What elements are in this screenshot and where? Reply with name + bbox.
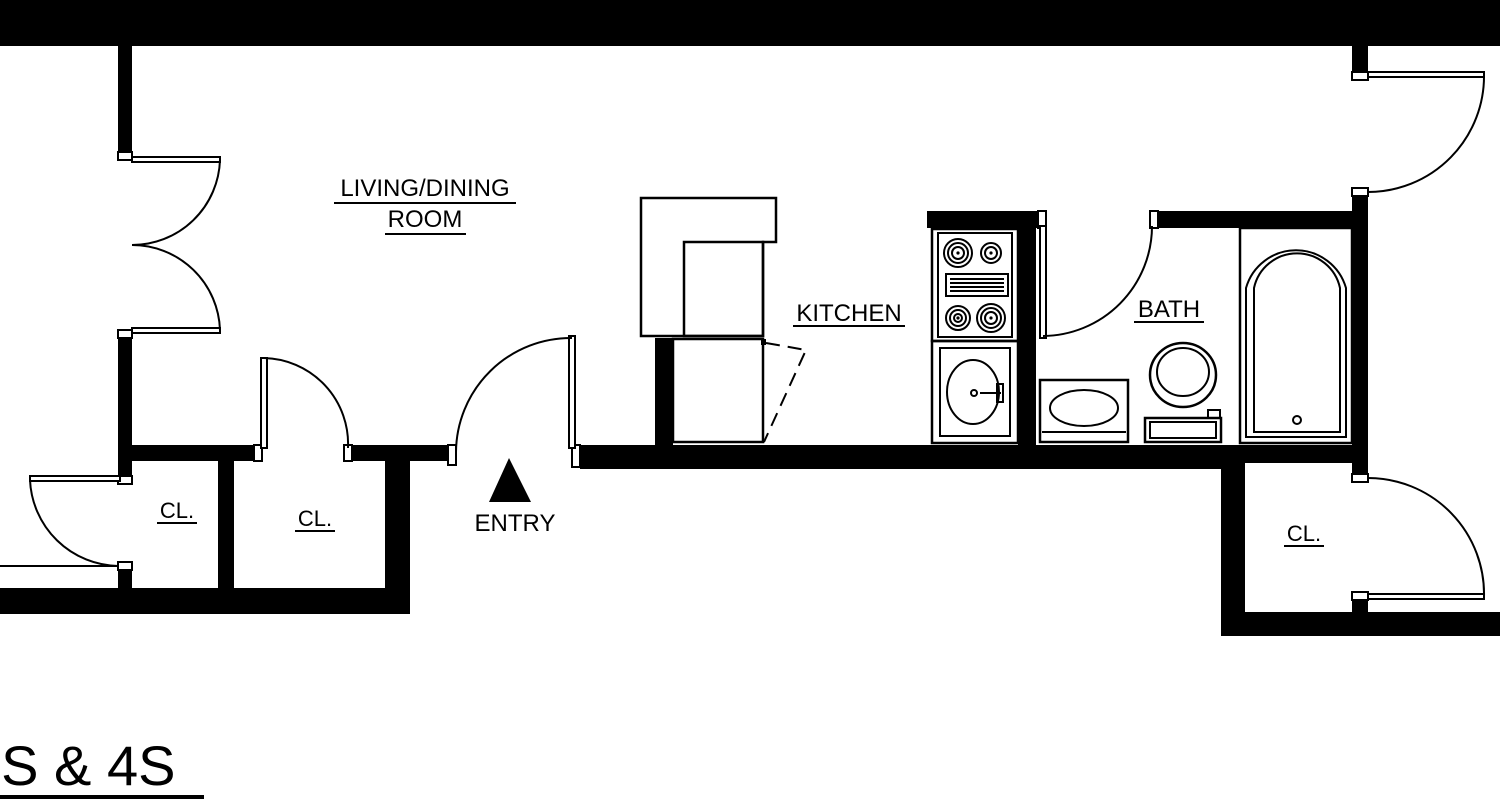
south-wall-left bbox=[0, 588, 410, 614]
west-wall-upper bbox=[118, 46, 132, 158]
bath-sink bbox=[1038, 378, 1130, 444]
bath-fixtures bbox=[1038, 226, 1354, 445]
living-room-label-line1: LIVING/DINING bbox=[340, 175, 509, 202]
bath-top-wall bbox=[1155, 211, 1355, 228]
north-exterior-wall bbox=[0, 0, 1500, 46]
closet-2-door bbox=[260, 357, 350, 449]
entry-label: ENTRY bbox=[475, 510, 556, 537]
closet-3-label: CL. bbox=[1287, 521, 1321, 546]
closet-top-wall-a bbox=[130, 445, 260, 461]
east-upper-door bbox=[1367, 71, 1486, 193]
refrigerator bbox=[671, 337, 765, 444]
bathtub bbox=[1238, 226, 1354, 445]
cabinet-outline bbox=[639, 196, 778, 338]
bath-bottom-wall bbox=[1238, 445, 1368, 463]
kitchen-sink bbox=[930, 339, 1020, 445]
range bbox=[930, 227, 1020, 343]
door-jambs bbox=[117, 71, 1369, 601]
corridor-wall bbox=[580, 445, 1242, 469]
west-wall-middle bbox=[118, 332, 132, 482]
closet-3-door bbox=[1367, 477, 1486, 600]
closet-1-label: CL. bbox=[160, 498, 194, 523]
east-wall-middle bbox=[1352, 192, 1368, 477]
kitchen-east-wall bbox=[1018, 222, 1036, 452]
doors bbox=[0, 71, 1486, 600]
walls bbox=[0, 0, 1500, 636]
bath-door bbox=[1039, 225, 1153, 339]
unit-title-underline bbox=[0, 795, 204, 799]
unit-title: 3S & 4S bbox=[0, 734, 175, 797]
toilet bbox=[1143, 341, 1223, 444]
closet-east-west-wall bbox=[1221, 445, 1245, 635]
bath-label: BATH bbox=[1138, 296, 1200, 323]
fridge-side-wall bbox=[655, 338, 673, 448]
west-double-door bbox=[131, 156, 221, 334]
closet-top-wall-b bbox=[347, 445, 450, 461]
west-wall-lower bbox=[118, 565, 132, 590]
kitchen-label: KITCHEN bbox=[796, 300, 901, 327]
east-wall-upper bbox=[1352, 46, 1368, 76]
closet-partition bbox=[218, 458, 234, 590]
living-room-label-line2: ROOM bbox=[388, 206, 463, 233]
closet-1-door bbox=[0, 475, 121, 567]
closet-2-label: CL. bbox=[298, 506, 332, 531]
room-labels: LIVING/DINING ROOM KITCHEN BATH CL. CL. … bbox=[0, 175, 1324, 799]
fridge-door-swing bbox=[763, 342, 808, 443]
kitchen-top-wall bbox=[927, 211, 1042, 228]
kitchen-fixtures bbox=[639, 196, 1020, 445]
entry-arrow-icon bbox=[489, 458, 531, 502]
east-wall-lower bbox=[1352, 597, 1368, 617]
entry-door bbox=[455, 335, 576, 453]
closet-right-wall bbox=[385, 458, 410, 614]
